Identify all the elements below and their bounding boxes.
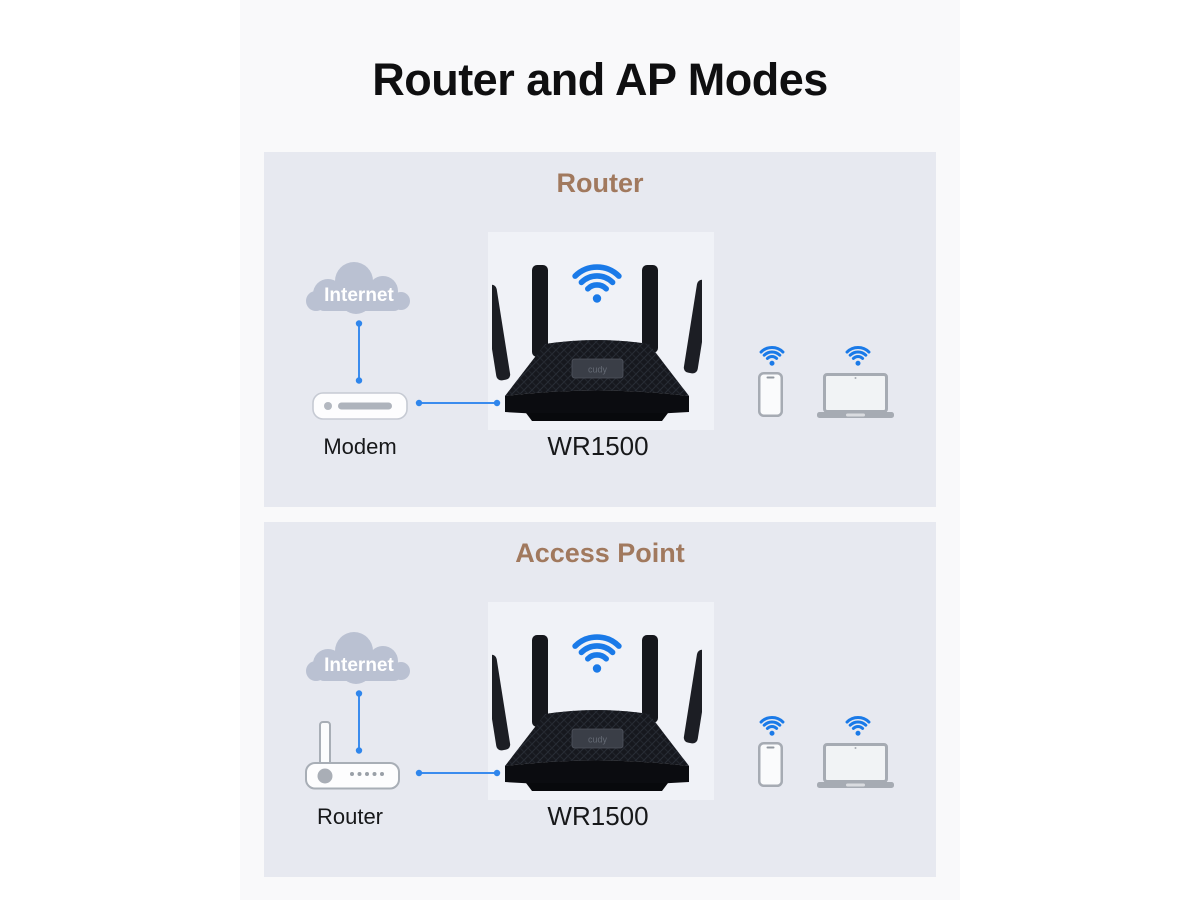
laptop-icon: [817, 373, 894, 418]
link-modem-to-router: [415, 399, 501, 407]
internet-cloud-icon: Internet: [306, 262, 410, 314]
model-label: WR1500: [547, 431, 649, 461]
phone-wifi-icon: [759, 716, 785, 736]
link-router-to-wr1500: [415, 769, 501, 777]
link-cloud-to-modem: [355, 320, 363, 384]
internet-cloud-icon: Internet: [306, 632, 410, 684]
panel-router-mode: Router Internet: [264, 152, 936, 507]
content-column: Router and AP Modes Router Internet: [240, 0, 960, 900]
cloud-label: Internet: [324, 655, 394, 676]
brand-logo: cudy: [588, 735, 608, 745]
wr1500-router-image: cudy: [492, 265, 702, 421]
modem-label: Modem: [323, 434, 397, 459]
panel-access-point-mode: Access Point Internet: [264, 522, 936, 877]
phone-wifi-icon: [759, 346, 785, 366]
phone-icon: [758, 742, 783, 787]
brand-logo: cudy: [588, 365, 608, 375]
cloud-label: Internet: [324, 285, 394, 306]
wifi-signal-icon: [572, 264, 622, 303]
panel-heading: Router: [556, 168, 644, 198]
panel-heading: Access Point: [515, 538, 685, 568]
wr1500-router-image: cudy: [492, 635, 702, 791]
source-router-label: Router: [316, 804, 384, 829]
laptop-icon: [817, 743, 894, 788]
laptop-wifi-icon: [845, 716, 871, 736]
wifi-signal-icon: [572, 634, 622, 673]
phone-icon: [758, 372, 783, 417]
page-title: Router and AP Modes: [372, 54, 828, 105]
laptop-wifi-icon: [845, 346, 871, 366]
source-router-icon: [305, 721, 400, 790]
model-label: WR1500: [547, 801, 649, 831]
link-cloud-to-router: [355, 690, 363, 754]
modem-icon: [312, 392, 408, 420]
